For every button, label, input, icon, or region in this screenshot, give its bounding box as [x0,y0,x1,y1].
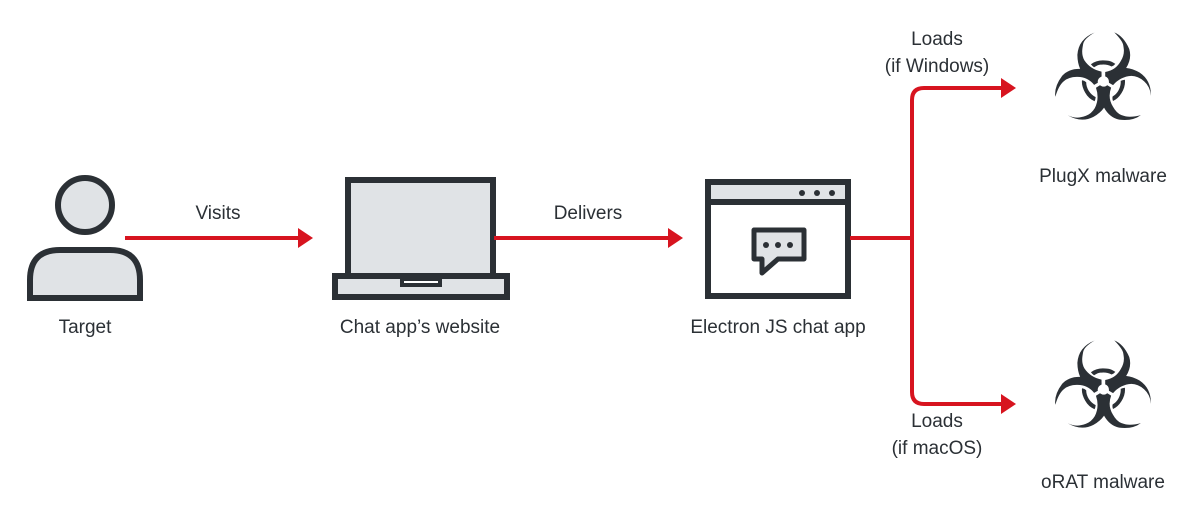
edge-label-windows-line1: Loads [911,29,963,50]
arrows [125,86,1003,406]
node-label-target: Target [58,317,112,338]
edge-label-windows-line2: (if Windows) [884,56,990,77]
node-label-plugx: PlugX malware [1039,166,1167,187]
biohazard-icon: ☣ [1049,318,1157,457]
edge-label-macos: Loads (if macOS) [892,408,983,462]
node-label-orat: oRAT malware [1041,472,1165,493]
edge-label-visits: Visits [195,203,241,224]
node-label-chat-app: Electron JS chat app [690,317,866,338]
arrow-windows [910,86,1003,238]
edge-label-windows: Loads (if Windows) [885,26,990,80]
app-window-icon [705,179,851,299]
laptop-icon [332,177,510,300]
arrowheads [298,78,1016,414]
edge-label-macos-line2: (if macOS) [891,438,983,459]
arrow-macos [910,238,1003,406]
node-label-website: Chat app’s website [339,317,501,338]
biohazard-icon: ☣ [1049,10,1157,149]
edge-label-macos-line1: Loads [911,411,963,432]
edge-label-delivers: Delivers [553,203,623,224]
person-icon [27,175,143,301]
